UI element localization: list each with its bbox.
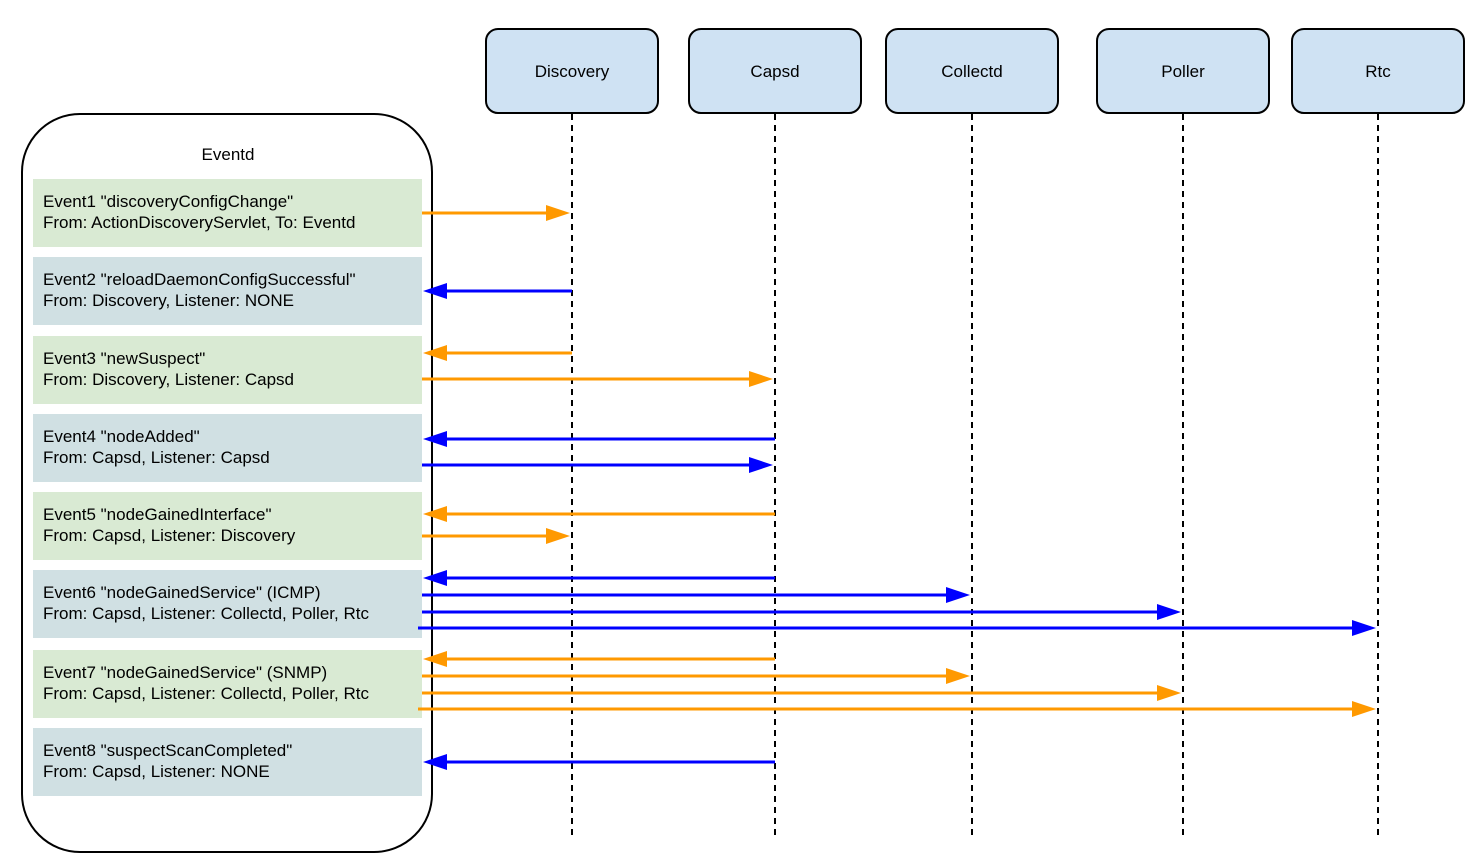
message-arrow-event4-to-capsd: [422, 457, 773, 473]
event-detail-8: From: Capsd, Listener: NONE: [43, 762, 270, 781]
component-box-rtc: [1291, 28, 1465, 114]
component-label-rtc: Rtc: [1365, 62, 1391, 81]
event-detail-6: From: Capsd, Listener: Collectd, Poller,…: [43, 604, 369, 623]
message-arrows: [418, 205, 1376, 770]
event-detail-7: From: Capsd, Listener: Collectd, Poller,…: [43, 684, 369, 703]
message-arrow-event1-to-discovery: [422, 205, 570, 221]
message-arrow-event7-to-collectd: [422, 668, 970, 684]
event-title-2: Event2 "reloadDaemonConfigSuccessful": [43, 270, 356, 289]
component-rtc: Rtc: [1291, 28, 1465, 114]
message-arrow-event7-to-poller: [422, 685, 1181, 701]
message-arrow-event8-from-capsd: [423, 754, 775, 770]
event-detail-1: From: ActionDiscoveryServlet, To: Eventd: [43, 213, 355, 232]
message-arrow-event5-from-capsd: [423, 506, 775, 522]
message-arrow-event5-to-discovery: [422, 528, 570, 544]
event-detail-2: From: Discovery, Listener: NONE: [43, 291, 294, 310]
event-box-4: Event4 "nodeAdded" From: Capsd, Listener:…: [33, 414, 422, 482]
component-label-discovery: Discovery: [535, 62, 610, 81]
component-poller: Poller: [1096, 28, 1270, 114]
message-arrow-event4-from-capsd: [423, 431, 775, 447]
component-collectd: Collectd: [885, 28, 1059, 114]
event-box-2: Event2 "reloadDaemonConfigSuccessful" Fro…: [33, 257, 422, 325]
message-arrow-event7-from-capsd: [423, 651, 775, 667]
event-detail-4: From: Capsd, Listener: Capsd: [43, 448, 270, 467]
component-box-capsd: [688, 28, 862, 114]
event-list: Event1 "discoveryConfigChange" From: Acti…: [33, 179, 422, 796]
message-arrow-event7-to-rtc: [418, 701, 1376, 717]
event-box-3: Event3 "newSuspect" From: Discovery, List…: [33, 336, 422, 404]
event-bg-2: [33, 257, 422, 325]
event-title-3: Event3 "newSuspect": [43, 349, 205, 368]
event-box-1: Event1 "discoveryConfigChange" From: Acti…: [33, 179, 422, 247]
message-arrow-event2-from-discovery: [423, 283, 572, 299]
component-label-capsd: Capsd: [750, 62, 799, 81]
event-title-4: Event4 "nodeAdded": [43, 427, 200, 446]
component-headers: Discovery Capsd Collectd Poller Rtc: [485, 28, 1465, 114]
component-label-collectd: Collectd: [941, 62, 1002, 81]
event-title-5: Event5 "nodeGainedInterface": [43, 505, 272, 524]
component-box-poller: [1096, 28, 1270, 114]
event-box-5: Event5 "nodeGainedInterface" From: Capsd,…: [33, 492, 422, 560]
component-label-poller: Poller: [1161, 62, 1205, 81]
event-bg-1: [33, 179, 422, 247]
component-discovery: Discovery: [485, 28, 659, 114]
event-bg-3: [33, 336, 422, 404]
event-title-1: Event1 "discoveryConfigChange": [43, 192, 293, 211]
component-box-discovery: [485, 28, 659, 114]
lifelines: [571, 114, 1379, 836]
event-box-6: Event6 "nodeGainedService" (ICMP) From: C…: [33, 570, 422, 638]
message-arrow-event6-to-collectd: [422, 587, 970, 603]
component-capsd: Capsd: [688, 28, 862, 114]
message-arrow-event6-to-poller: [422, 604, 1181, 620]
message-arrow-event3-from-discovery: [423, 345, 572, 361]
event-detail-5: From: Capsd, Listener: Discovery: [43, 526, 296, 545]
event-box-8: Event8 "suspectScanCompleted" From: Capsd…: [33, 728, 422, 796]
event-box-7: Event7 "nodeGainedService" (SNMP) From: C…: [33, 650, 422, 718]
event-title-6: Event6 "nodeGainedService" (ICMP): [43, 583, 321, 602]
event-bg-7: [33, 650, 422, 718]
event-bg-8: [33, 728, 422, 796]
event-bg-4: [33, 414, 422, 482]
event-title-8: Event8 "suspectScanCompleted": [43, 741, 292, 760]
eventd-title: Eventd: [202, 145, 255, 164]
message-arrow-event6-from-capsd: [423, 570, 775, 586]
event-bg-6: [33, 570, 422, 638]
message-arrow-event3-to-capsd: [422, 371, 773, 387]
event-detail-3: From: Discovery, Listener: Capsd: [43, 370, 294, 389]
component-box-collectd: [885, 28, 1059, 114]
event-bg-5: [33, 492, 422, 560]
message-arrow-event6-to-rtc: [418, 620, 1376, 636]
event-title-7: Event7 "nodeGainedService" (SNMP): [43, 663, 327, 682]
